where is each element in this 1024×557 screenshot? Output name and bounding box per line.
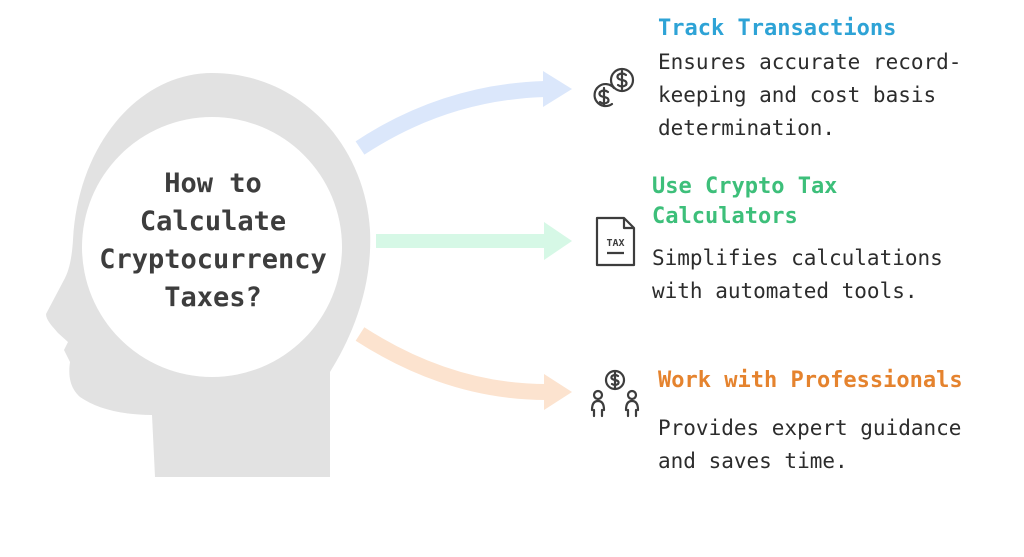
branch-title: Work with Professionals [658,368,963,393]
tax-document-icon [595,216,636,267]
branch-description: Provides expert guidance and saves time. [658,416,962,473]
arrowhead-track-transactions [543,71,572,107]
center-title: How to Calculate Cryptocurrency Taxes? [99,168,327,313]
center-circle [82,117,342,377]
branch-crypto-tax-calculators: Use Crypto Tax Calculators Simplifies ca… [652,172,1012,308]
tax-icon-label: TAX [606,238,624,249]
branch-track-transactions: Track Transactions Ensures accurate reco… [658,14,1018,145]
dollar-coins-icon [593,67,635,108]
arrow-work-with-professionals [355,327,547,400]
arrowhead-work-with-professionals [544,374,572,410]
branch-description: Simplifies calculations with automated t… [652,246,943,303]
arrow-crypto-tax-calculators [376,234,546,248]
arrow-track-transactions [355,81,546,155]
people-with-dollar-icon [590,369,640,418]
branch-work-with-professionals: Work with Professionals Provides expert … [658,366,1020,478]
branch-description: Ensures accurate record- keeping and cos… [658,50,962,140]
branch-title: Use Crypto Tax Calculators [652,174,838,229]
branch-title: Track Transactions [658,16,897,41]
arrowhead-crypto-tax-calculators [544,222,572,260]
